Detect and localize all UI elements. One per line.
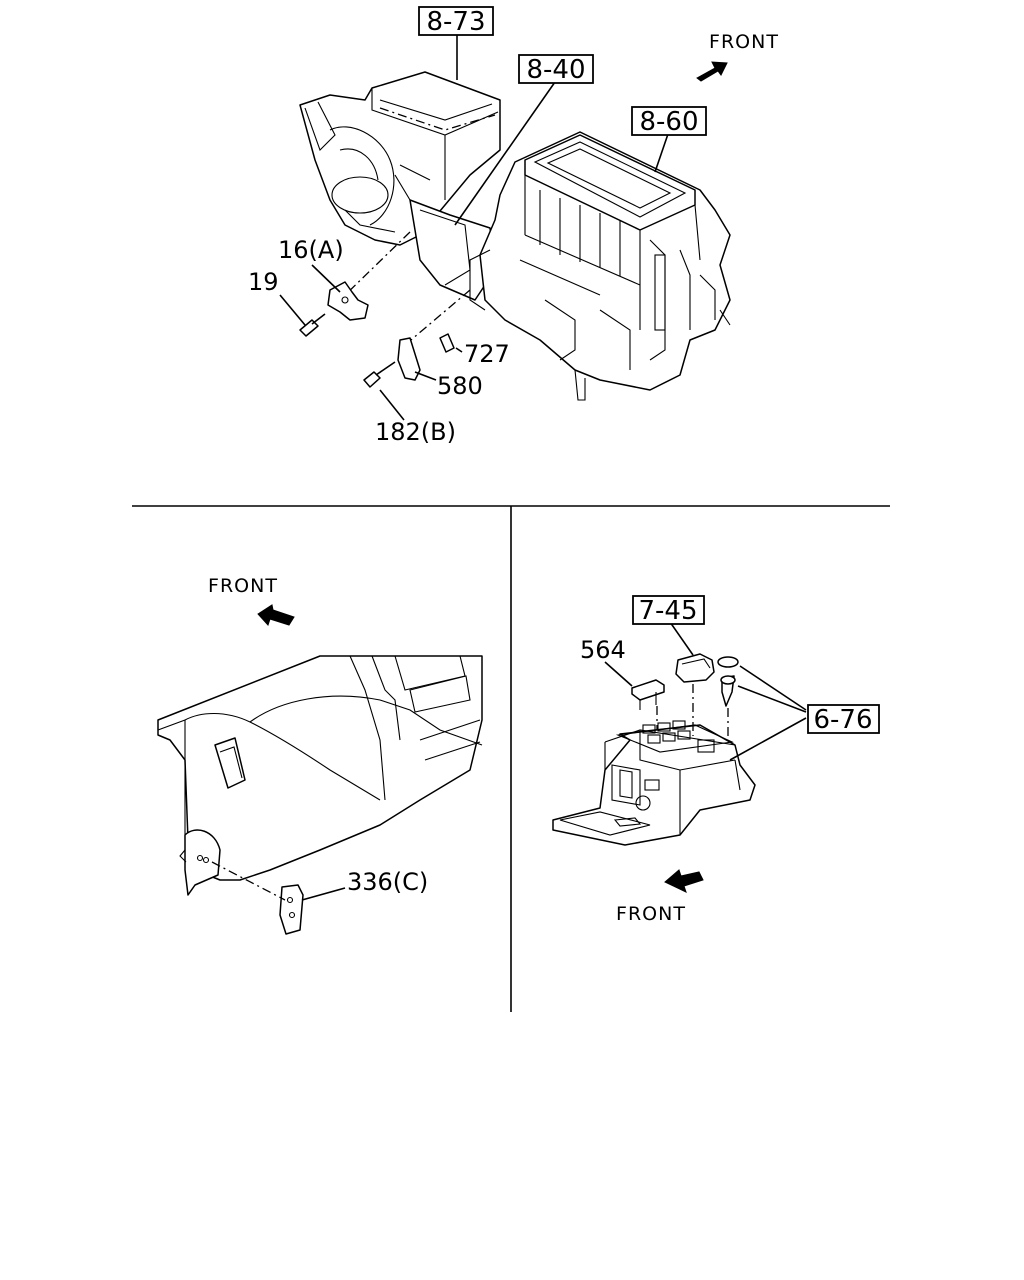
callout-19[interactable]: 19 [248, 268, 279, 296]
callout-182b[interactable]: 182(B) [375, 418, 456, 446]
callout-564[interactable]: 564 [580, 636, 626, 664]
callout-727[interactable]: 727 [464, 340, 510, 368]
callout-16a[interactable]: 16(A) [278, 236, 344, 264]
screw-182b-icon [363, 361, 396, 388]
front-label-top: FRONT [709, 31, 779, 53]
front-arrow-top-icon [696, 61, 728, 82]
front-label-right: FRONT [616, 903, 686, 925]
front-label-left: FRONT [208, 575, 278, 597]
console-illustration [552, 621, 807, 846]
section-ref-6-76[interactable]: 6-76 [807, 704, 880, 735]
section-ref-8-73[interactable]: 8-73 [418, 6, 494, 37]
dash-panel-illustration [157, 655, 483, 935]
screw-19-icon [299, 313, 326, 337]
svg-text:8-40: 8-40 [526, 55, 585, 85]
screw-6-76-icon [717, 656, 739, 707]
front-arrow-right-icon [664, 869, 704, 893]
callout-336c[interactable]: 336(C) [347, 868, 428, 896]
front-arrow-left-icon [257, 604, 295, 626]
section-ref-7-45[interactable]: 7-45 [632, 595, 705, 626]
svg-text:8-73: 8-73 [426, 7, 485, 37]
svg-text:6-76: 6-76 [813, 705, 872, 735]
svg-text:8-60: 8-60 [639, 107, 698, 137]
hvac-assembly-illustration [279, 35, 731, 421]
section-ref-8-40[interactable]: 8-40 [518, 54, 594, 85]
section-ref-8-60[interactable]: 8-60 [631, 106, 707, 137]
callout-580[interactable]: 580 [437, 372, 483, 400]
svg-text:7-45: 7-45 [638, 596, 697, 626]
